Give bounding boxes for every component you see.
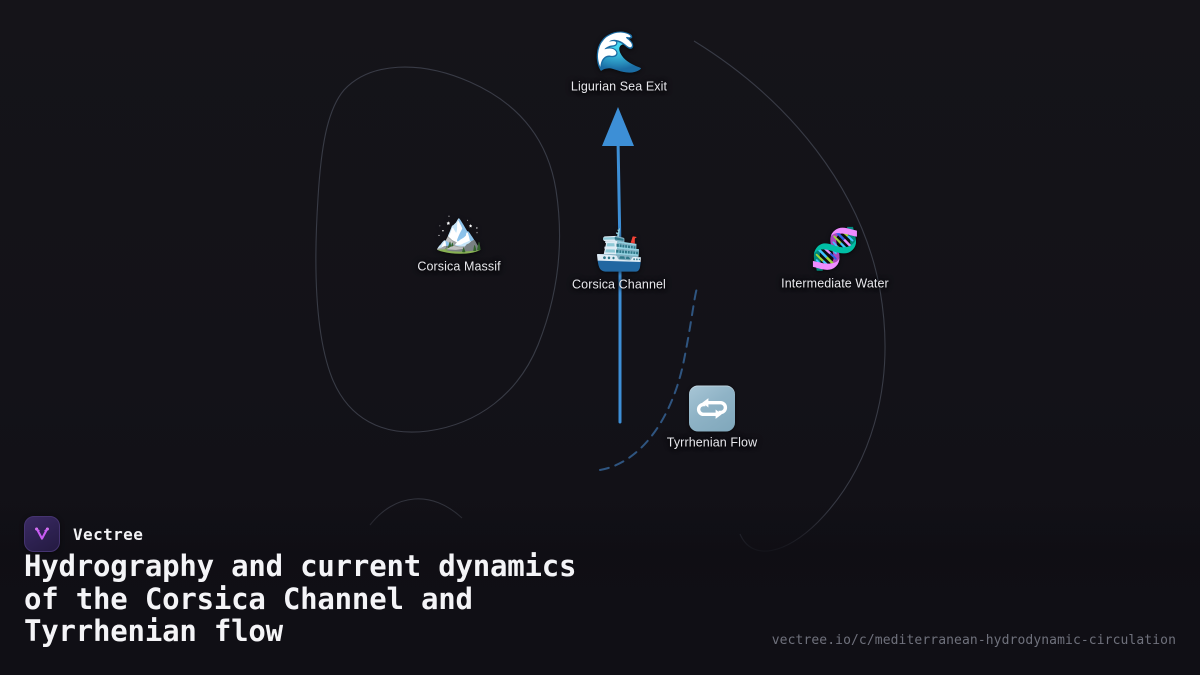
exchange-arrows-icon bbox=[689, 385, 735, 432]
graph-node-ligurian-sea-exit[interactable]: 🌊 Ligurian Sea Exit bbox=[524, 30, 714, 95]
graph-node-corsica-channel[interactable]: 🛳️ Corsica Channel bbox=[524, 228, 714, 293]
passenger-ship-icon: 🛳️ bbox=[594, 228, 644, 273]
graph-node-label: Corsica Channel bbox=[572, 277, 666, 292]
region-outline-lower-arc bbox=[369, 498, 463, 526]
graph-node-label: Corsica Massif bbox=[417, 259, 501, 274]
graph-node-label: Intermediate Water bbox=[781, 276, 889, 291]
graph-node-label: Tyrrhenian Flow bbox=[666, 435, 758, 450]
dna-icon: 🧬 bbox=[810, 227, 860, 272]
graph-node-label: Ligurian Sea Exit bbox=[570, 79, 668, 94]
edge-channel-to-ligurian bbox=[616, 138, 622, 252]
edge-tyrrhenian-dashed-path bbox=[599, 287, 698, 471]
region-outline-tyrrhenian bbox=[693, 40, 886, 552]
graph-node-tyrrhenian-flow[interactable]: Tyrrhenian Flow bbox=[617, 385, 807, 451]
region-outline-corsica bbox=[315, 66, 561, 433]
graph-node-intermediate-water[interactable]: 🧬 Intermediate Water bbox=[740, 227, 930, 292]
water-wave-icon: 🌊 bbox=[594, 30, 644, 75]
graph-node-corsica-massif[interactable]: 🏔️ Corsica Massif bbox=[364, 210, 554, 275]
edge-arrowhead-icon bbox=[602, 107, 634, 146]
snow-capped-mountain-icon: 🏔️ bbox=[434, 210, 484, 255]
